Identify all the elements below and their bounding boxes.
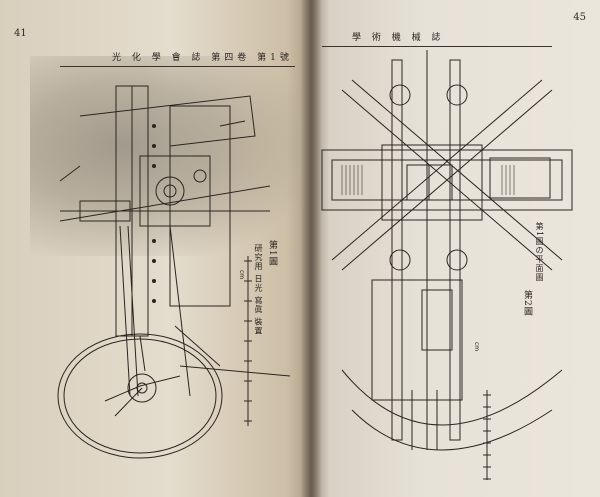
figure-1-caption: 研究用 日光 寫眞 裝置 xyxy=(254,244,263,336)
left-page-number: 41 xyxy=(14,28,27,39)
scale-2-unit: cm xyxy=(473,342,480,352)
top-right-wheel xyxy=(446,84,468,106)
scale-bar-1 xyxy=(244,256,252,426)
lower-left-wheel xyxy=(389,249,411,271)
lower-frame xyxy=(371,279,463,401)
central-block xyxy=(139,155,211,227)
figure-1-title: 第1圖 xyxy=(267,240,277,267)
figure-2-title: 第2圖 xyxy=(522,290,532,317)
figure-2-drawing xyxy=(312,50,592,490)
center-carriage xyxy=(381,144,483,221)
right-page-number: 45 xyxy=(573,12,586,23)
left-running-head: 光 化 學 會 誌 第四卷 第1號 xyxy=(112,53,293,63)
right-page: 45 學 術 機 械 誌 xyxy=(312,0,600,497)
wheel-hub xyxy=(127,373,157,403)
side-plate xyxy=(169,105,231,307)
scale-bar-2 xyxy=(483,390,491,480)
figure-1-svg xyxy=(57,85,291,459)
arc-guide xyxy=(341,369,563,426)
left-page: 41 光 化 學 會 誌 第四卷 第1號 xyxy=(0,0,312,497)
figure-2-caption: 第1圖の平面圖 xyxy=(535,222,544,283)
central-gear xyxy=(155,176,185,206)
top-left-wheel xyxy=(389,84,411,106)
flywheel xyxy=(57,333,223,459)
scale-1-unit: cm xyxy=(238,270,245,280)
right-running-head: 學 術 機 械 誌 xyxy=(352,33,445,43)
figure-1-drawing xyxy=(20,66,300,491)
book-gutter xyxy=(300,0,322,497)
right-block xyxy=(489,157,551,199)
right-header-rule xyxy=(322,46,552,47)
left-header-rule xyxy=(60,66,295,67)
lower-right-wheel xyxy=(446,249,468,271)
figure-2-svg xyxy=(321,50,573,480)
horizontal-beam xyxy=(321,149,573,211)
